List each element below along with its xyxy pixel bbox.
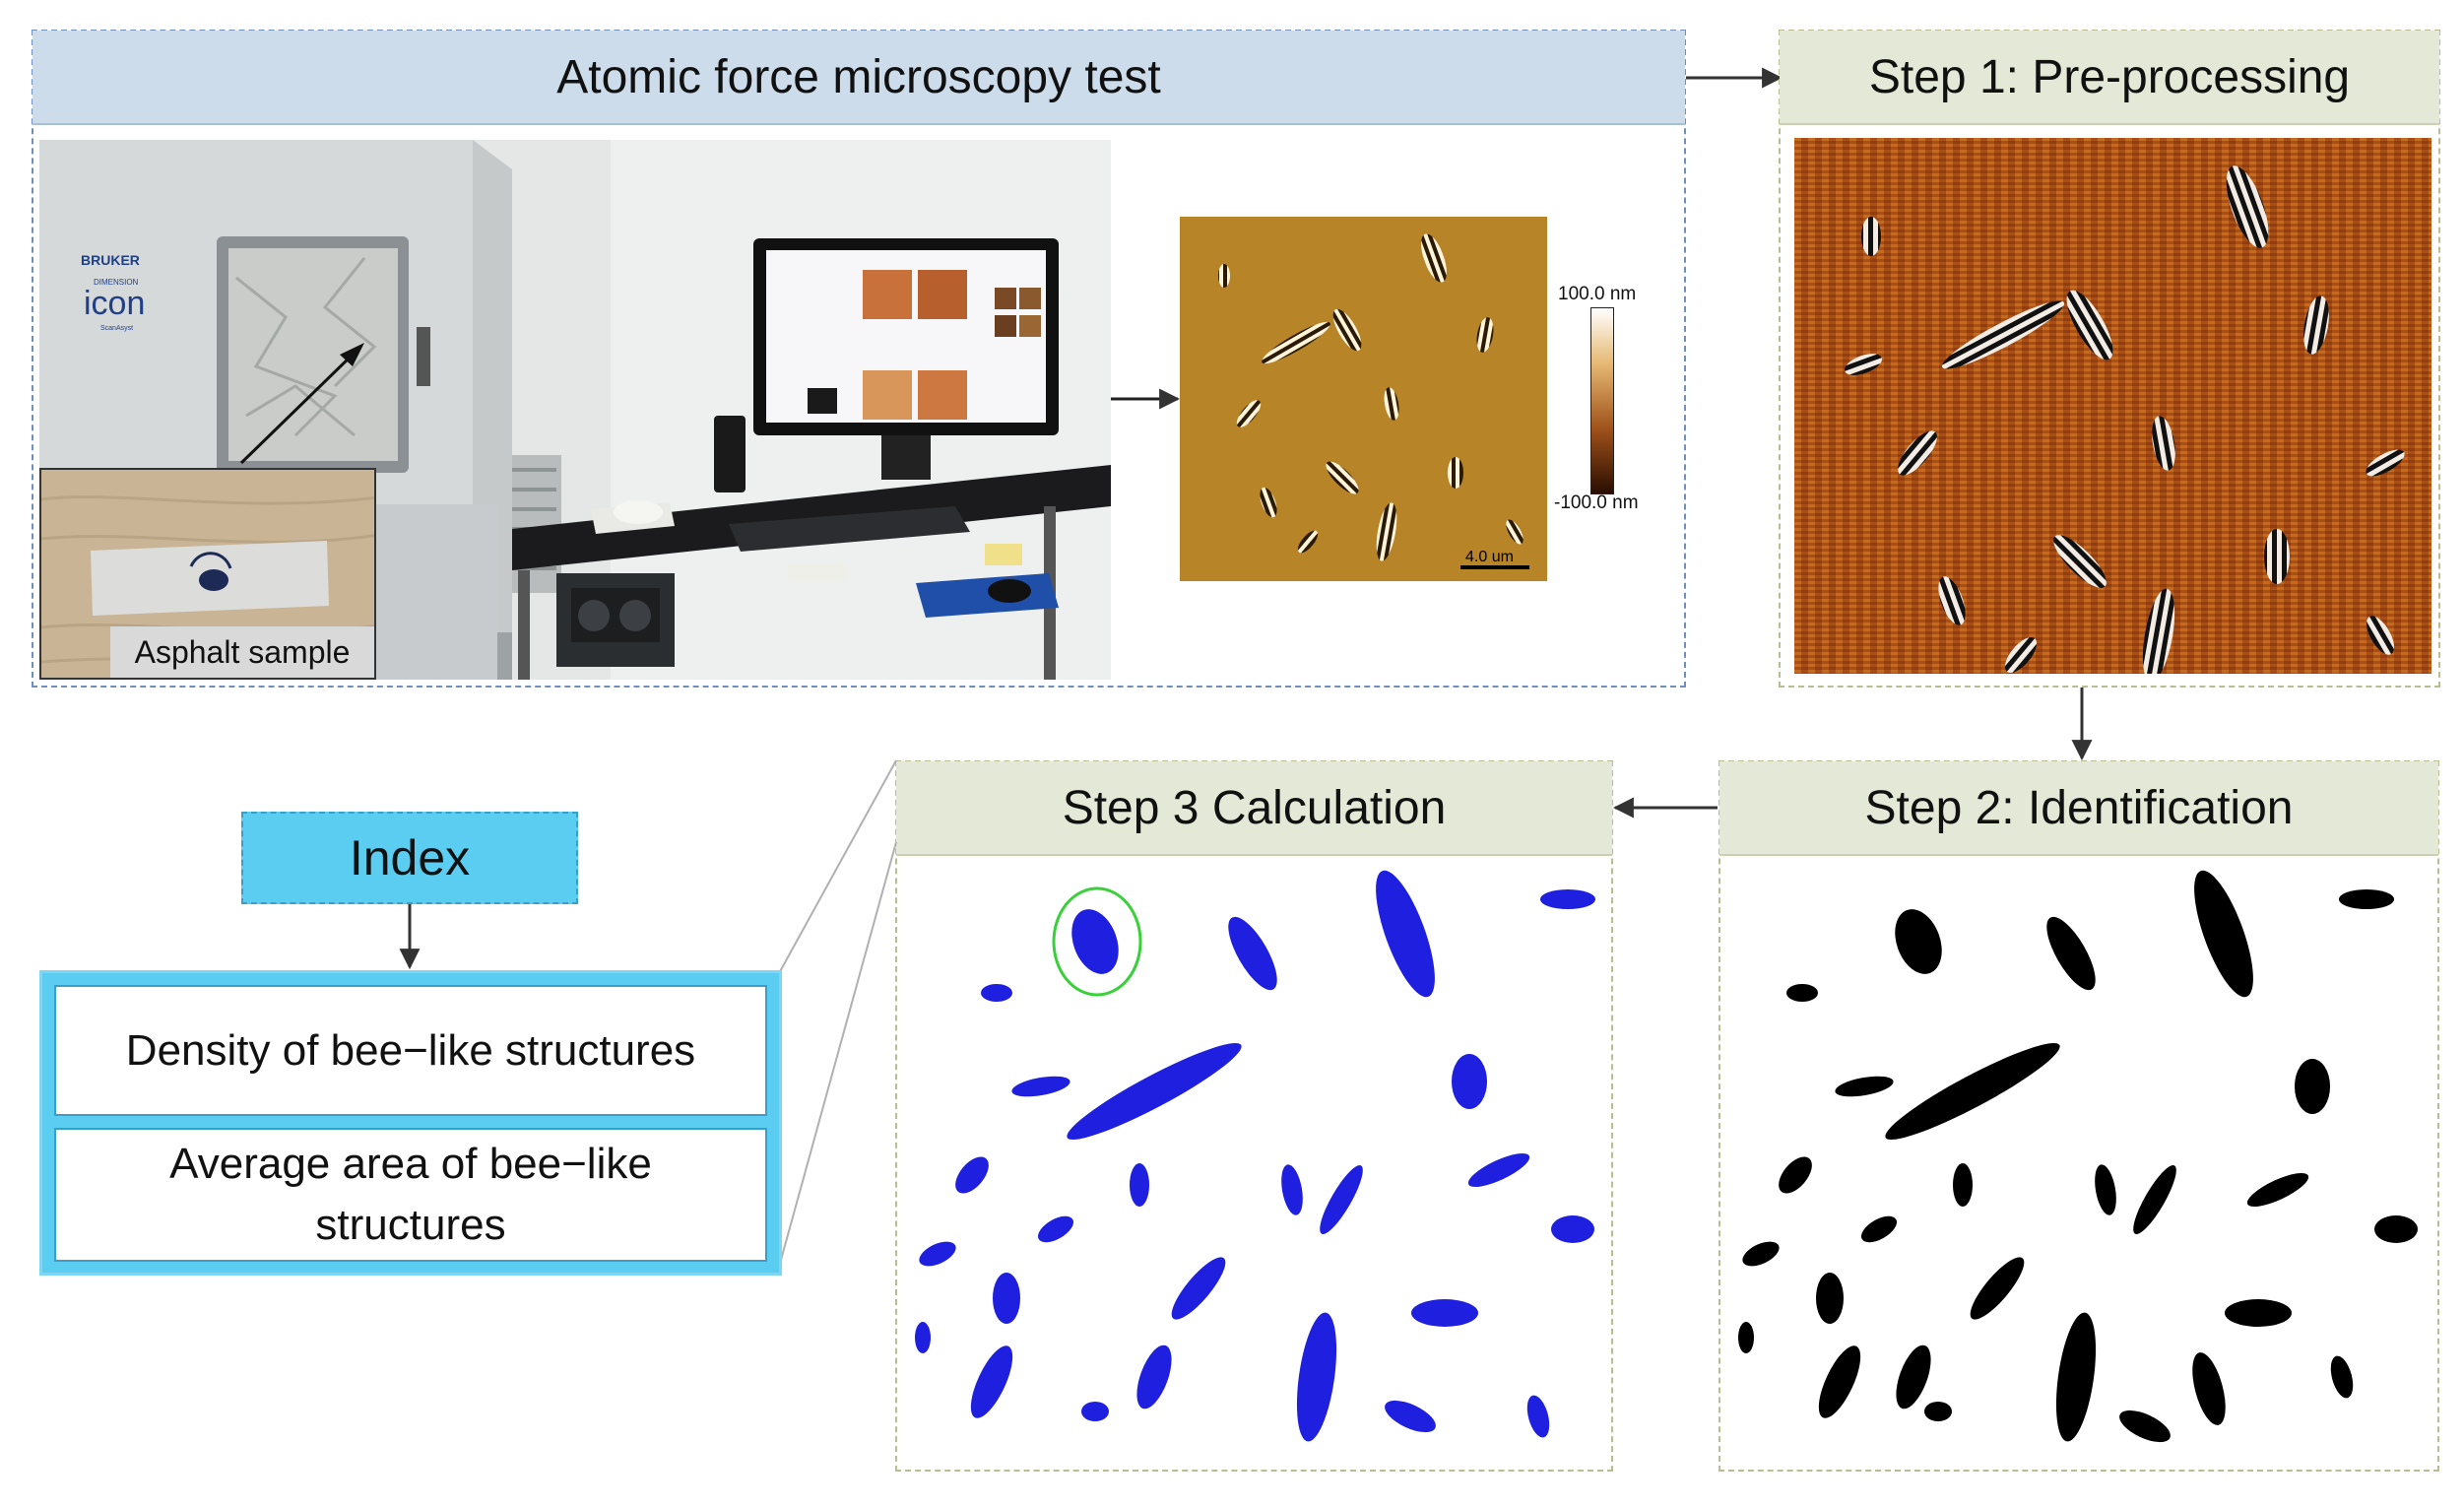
index-items-box: Density of bee−like structures Average a… [39, 970, 782, 1276]
step1-preprocessed-image [1794, 138, 2432, 674]
index-title: Index [241, 812, 578, 904]
svg-text:icon: icon [84, 285, 145, 322]
svg-text:ScanAsyst: ScanAsyst [100, 325, 133, 332]
index-item-average-area: Average area of bee−like structures [54, 1128, 767, 1262]
colorbar-max-label: 100.0 nm [1558, 284, 1637, 304]
colorbar [1590, 307, 1614, 494]
zoom-connector-lines [777, 759, 897, 1272]
selected-structure-highlight [1052, 886, 1142, 997]
arrow-step1-to-step2 [2071, 688, 2093, 761]
step2-binary-image [1731, 865, 2421, 1453]
colorbar-min-label: -100.0 nm [1554, 492, 1639, 513]
step3-title: Step 3 Calculation [896, 761, 1612, 856]
index-item-density: Density of bee−like structures [54, 985, 767, 1116]
afm-panel-title-text: Atomic force microscopy test [556, 50, 1161, 103]
arrow-afm-to-step1 [1686, 67, 1783, 89]
afm-panel-title: Atomic force microscopy test [32, 31, 1685, 125]
arrow-index-to-items [399, 904, 421, 970]
scale-bar-label: 4.0 um [1465, 549, 1514, 565]
asphalt-sample-label: Asphalt sample [110, 626, 374, 678]
arrow-step2-to-step3 [1612, 797, 1718, 819]
afm-height-image: 4.0 um [1180, 217, 1547, 581]
step1-title: Step 1: Pre-processing [1780, 31, 2439, 125]
instrument-logo: BRUKER DIMENSION icon ScanAsyst [81, 252, 145, 332]
arrow-photo-to-afm [1111, 388, 1181, 410]
svg-text:DIMENSION: DIMENSION [94, 278, 139, 287]
step2-title: Step 2: Identification [1719, 761, 2438, 856]
step3-calculation-image [908, 865, 1605, 1453]
svg-text:BRUKER: BRUKER [81, 252, 140, 268]
